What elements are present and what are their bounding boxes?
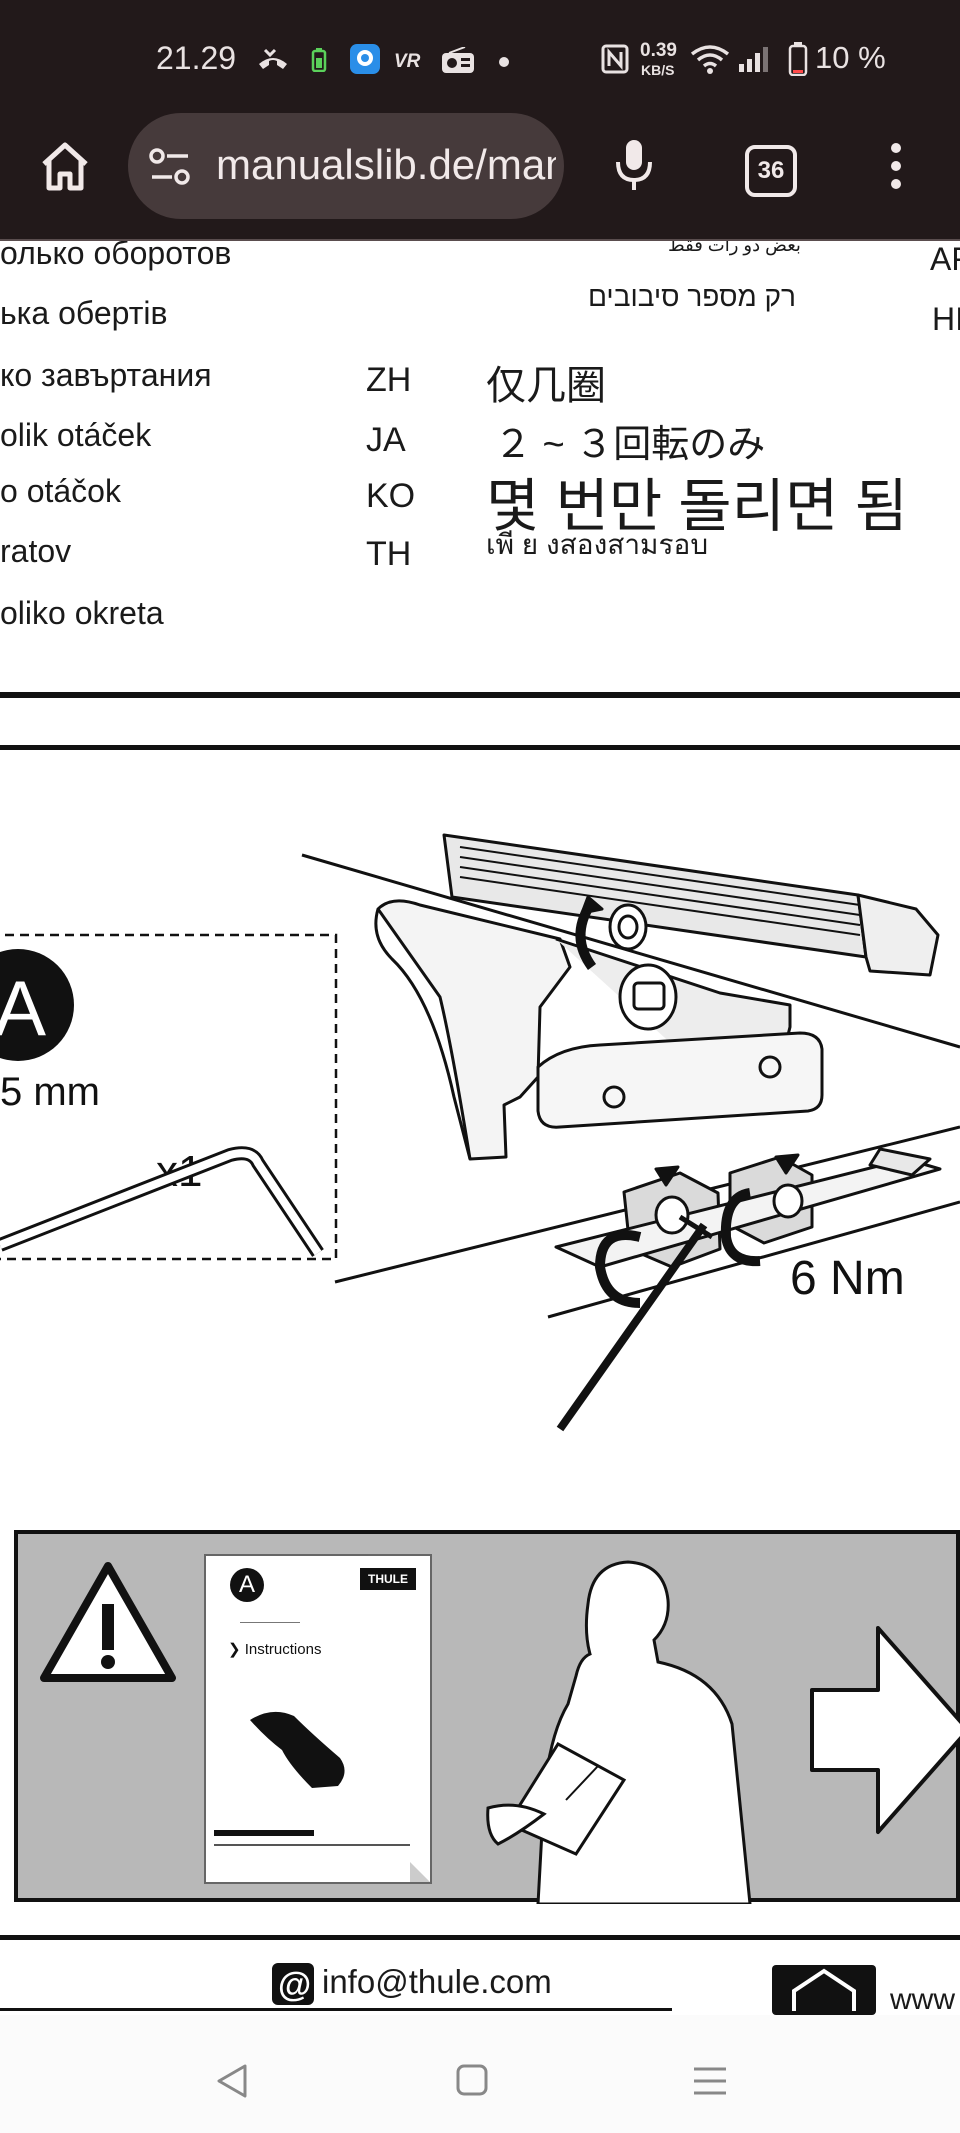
status-bar: 21.29 VR 0.39 KB/S 10 % <box>0 0 960 122</box>
language-code: TH <box>366 535 412 573</box>
more-options-icon[interactable] <box>884 140 908 196</box>
manual-page-viewer[interactable]: олько оборотов ька обертів ко завъртания… <box>0 241 960 2015</box>
url-text[interactable]: manualslib.de/manual <box>216 141 556 188</box>
hebrew-text: רק מספר סיבובים <box>588 281 796 312</box>
site-settings-icon[interactable] <box>148 147 192 191</box>
svg-text:VR: VR <box>394 51 421 70</box>
language-line: олько оборотов <box>0 241 232 271</box>
section-divider <box>0 692 960 698</box>
booklet-instructions-label: ❯ Instructions <box>228 1641 322 1658</box>
back-icon[interactable] <box>215 2063 249 2103</box>
language-text: 仅几圈 <box>486 364 606 408</box>
home-icon[interactable] <box>38 138 92 198</box>
address-bar[interactable]: manualslib.de/manual <box>128 113 564 219</box>
language-line: ька обертів <box>0 295 168 331</box>
home-website-icon <box>772 1965 876 2015</box>
website-text[interactable]: www <box>890 1983 955 2015</box>
battery-icon <box>788 42 808 80</box>
language-line: ко завъртания <box>0 357 212 393</box>
language-text: 몇 번만 돌리면 됨 <box>486 474 908 539</box>
language-line: ratov <box>0 533 72 569</box>
booklet-footer-line <box>214 1844 410 1846</box>
language-text: เพี ย งสองสามรอบ <box>486 529 709 560</box>
missed-call-icon <box>256 46 290 78</box>
contact-email[interactable]: info@thule.com <box>322 1963 552 2000</box>
arabic-text: بعض دو رات فقط <box>668 241 801 255</box>
section-divider <box>0 745 960 750</box>
radio-icon <box>441 46 475 79</box>
torque-label: 6 Nm <box>790 1252 905 1305</box>
language-line: olik otáček <box>0 417 152 453</box>
vr-app-icon: VR <box>394 50 428 74</box>
toolbar-divider <box>0 239 960 241</box>
instruction-booklet: A THULE ❯ Instructions <box>204 1554 432 1884</box>
page-curl <box>410 1862 430 1882</box>
next-step-arrow-icon <box>810 1626 960 1834</box>
nfc-icon <box>601 44 629 78</box>
booklet-rule <box>240 1622 300 1623</box>
language-code: JA <box>366 421 406 459</box>
battery-saver-icon <box>311 48 327 76</box>
roof-rack-foot-silhouette <box>250 1711 345 1788</box>
app-notification-icon <box>350 44 380 78</box>
language-code: KO <box>366 477 416 515</box>
microphone-icon[interactable] <box>612 136 656 200</box>
email-at-icon: @ <box>272 1963 314 2005</box>
language-line: oliko okreta <box>0 595 164 631</box>
roof-rack-foot-illustration: A 5 mm x1 6 Nm <box>0 833 960 1432</box>
status-time: 21.29 <box>156 40 237 76</box>
chevron-right-icon: ❯ <box>228 1641 241 1658</box>
booklet-badge: A <box>230 1568 264 1602</box>
tool-badge-letter: A <box>0 964 46 1052</box>
footer-rule <box>0 2008 672 2011</box>
more-notifications-dot-icon <box>498 53 510 72</box>
language-code: ZH <box>366 361 412 399</box>
network-speed-unit: KB/S <box>641 62 675 78</box>
language-code: HI <box>932 301 960 337</box>
wifi-icon <box>690 44 730 78</box>
network-speed-value: 0.39 <box>640 40 677 61</box>
signal-strength-icon <box>739 46 773 76</box>
battery-percent: 10 % <box>815 40 886 75</box>
person-reading-silhouette <box>486 1560 752 1904</box>
read-instructions-warning-panel: A THULE ❯ Instructions <box>14 1530 960 1904</box>
svg-text:@: @ <box>278 1966 311 2004</box>
warning-triangle-icon <box>40 1562 176 1682</box>
language-code: AF <box>930 241 960 277</box>
system-navigation-bar <box>0 2015 960 2133</box>
thule-logo: THULE <box>360 1568 416 1590</box>
language-text: ２ ~ ３回転のみ <box>494 424 766 466</box>
language-line: o otáčok <box>0 473 121 509</box>
hex-key-size: 5 mm <box>0 1070 100 1114</box>
tab-switcher-button[interactable]: 36 <box>745 145 797 197</box>
section-divider <box>0 1935 960 1940</box>
recent-apps-icon[interactable] <box>692 2065 728 2101</box>
booklet-barcode <box>214 1830 314 1836</box>
home-button-icon[interactable] <box>455 2063 489 2101</box>
